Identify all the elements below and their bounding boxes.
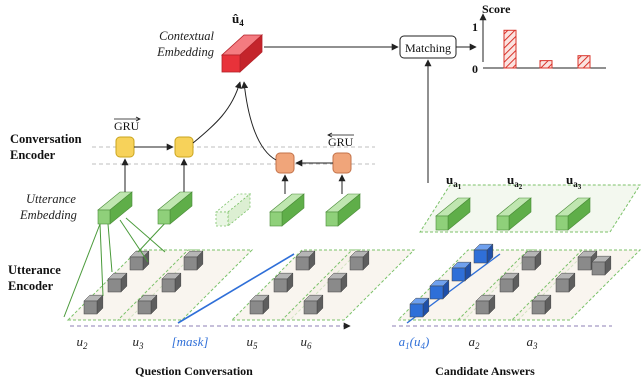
a1-cube-1 — [409, 297, 430, 318]
embedding-u3 — [157, 191, 193, 225]
a3-cube-2 — [555, 272, 576, 293]
gru-backward-2 — [332, 152, 352, 174]
utterance-embedding-line1: Utterance — [26, 192, 76, 206]
svg-text:GRU: GRU — [114, 119, 140, 133]
candidate-embedding-label-2: ua2 — [507, 172, 523, 191]
u6-cube-1 — [303, 294, 324, 315]
u5-cube-3 — [295, 250, 316, 271]
question-token-3: [mask] — [172, 334, 209, 349]
candidate-embedding-label-3: ua3 — [566, 172, 582, 191]
u5-cube-1 — [249, 294, 270, 315]
answer-token-3: a3 — [527, 334, 539, 351]
token-cubes — [83, 243, 612, 318]
gru-forward-1 — [115, 136, 135, 158]
a1-cube-3 — [451, 261, 472, 282]
u-hat-label: û4 — [232, 11, 244, 28]
u3-cube-3 — [183, 250, 204, 271]
u3-cube-2 — [161, 272, 182, 293]
score-tick-bottom: 0 — [472, 62, 478, 76]
candidate-embedding-labels: ua1 ua2 ua3 — [446, 172, 582, 191]
svg-text:GRU: GRU — [328, 135, 354, 149]
embedding-u2 — [97, 191, 133, 225]
contextual-embedding-line1: Contextual — [159, 29, 214, 43]
u2-cube-3 — [129, 250, 150, 271]
embedding-a2 — [496, 197, 532, 231]
matching-label: Matching — [405, 41, 451, 55]
utterance-embedding-line2: Embedding — [19, 208, 77, 222]
answer-token-1: a1(u4) — [399, 334, 430, 351]
score-bar-2 — [539, 60, 553, 69]
u6-cube-2 — [327, 272, 348, 293]
embedding-a3 — [555, 197, 591, 231]
gru-forward-2 — [174, 136, 194, 158]
score-bar-1 — [503, 29, 517, 69]
gru-forward-label: GRU — [114, 116, 141, 133]
u5-cube-2 — [273, 272, 294, 293]
a2-cube-1 — [475, 294, 496, 315]
score-bar-3 — [577, 55, 591, 69]
candidate-embedding-label-1: ua1 — [446, 172, 462, 191]
question-conversation-caption: Question Conversation — [135, 364, 253, 378]
score-tick-top: 1 — [472, 20, 478, 34]
question-token-5: u6 — [301, 334, 313, 351]
question-token-1: u2 — [77, 334, 89, 351]
a1-cube-4 — [473, 243, 494, 264]
answer-token-2: a2 — [469, 334, 481, 351]
gru-backward-label: GRU — [327, 132, 354, 149]
score-chart — [479, 13, 606, 69]
gru-fwd-to-context — [192, 81, 242, 144]
u2-cube-2 — [107, 272, 128, 293]
question-utterance-embeddings — [97, 191, 361, 227]
candidate-answers-caption: Candidate Answers — [435, 364, 535, 378]
embedding-a1 — [435, 197, 471, 231]
candidate-embeddings — [435, 197, 591, 231]
mask-line — [177, 253, 295, 324]
band-a1 — [396, 249, 536, 321]
question-token-2: u3 — [133, 334, 145, 351]
a3-cube-4 — [591, 255, 612, 276]
conversation-encoder-line1: Conversation — [10, 132, 82, 146]
question-token-4: u5 — [247, 334, 259, 351]
embedding-fan-lines — [63, 204, 183, 318]
u2-cube-1 — [83, 294, 104, 315]
a3-cube-1 — [531, 294, 552, 315]
conversation-encoder-line2: Encoder — [10, 148, 56, 162]
embedding-mask — [214, 193, 252, 227]
embedding-u6 — [325, 193, 361, 227]
score-bars — [503, 29, 591, 69]
u6-cube-3 — [349, 250, 370, 271]
question-token-labels: u2 u3 [mask] u5 u6 — [77, 334, 313, 351]
matching-box — [399, 35, 457, 59]
gru-backward-1 — [275, 152, 295, 174]
utterance-encoder-line2: Encoder — [8, 279, 54, 293]
score-title: Score — [482, 2, 511, 16]
u3-cube-1 — [137, 294, 158, 315]
utterance-encoder-line1: Utterance — [8, 263, 61, 277]
embedding-u5 — [269, 193, 305, 227]
contextual-embedding-box — [220, 34, 264, 73]
a2-cube-3 — [521, 250, 542, 271]
a2-cube-2 — [499, 272, 520, 293]
contextual-embedding-line2: Embedding — [156, 45, 214, 59]
a1-cube-2 — [429, 279, 450, 300]
gru-bwd-to-context — [241, 81, 277, 161]
answer-token-labels: a1(u4) a2 a3 — [399, 334, 538, 351]
